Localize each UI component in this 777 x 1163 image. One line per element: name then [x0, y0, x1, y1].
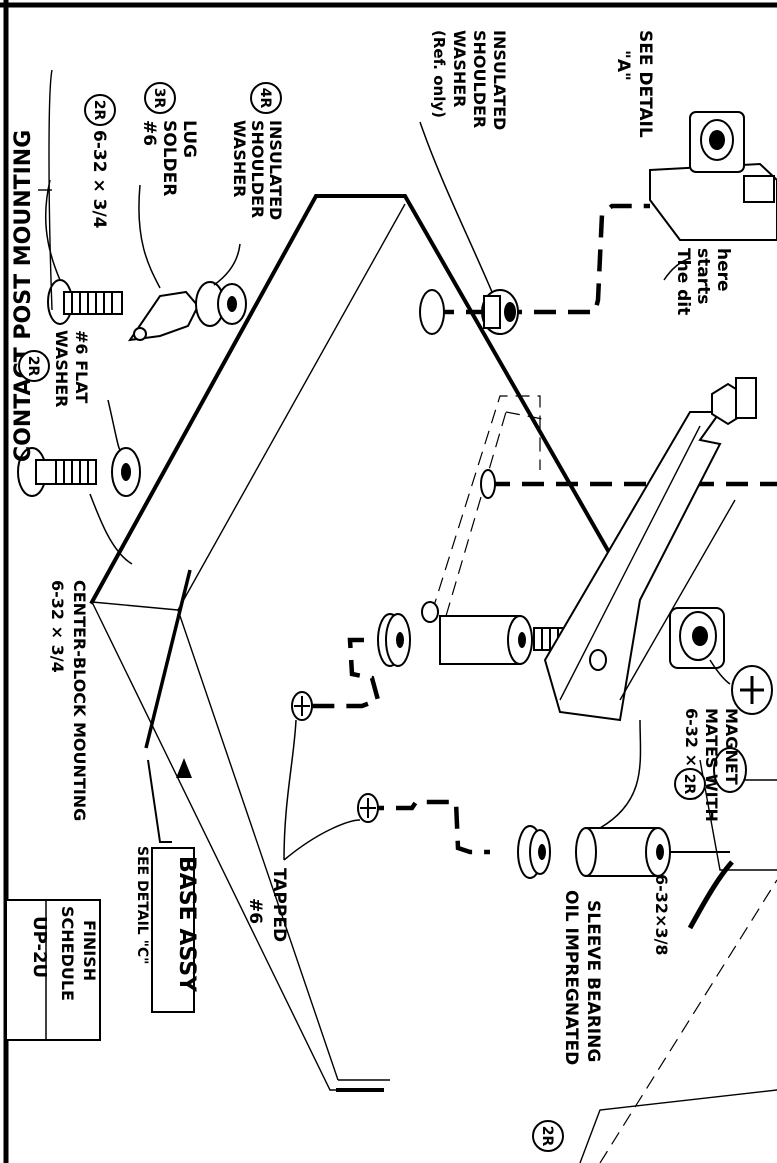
svg-text:OIL IMPREGNATED: OIL IMPREGNATED [561, 890, 581, 1065]
svg-text:CONTACT POST MOUNTING: CONTACT POST MOUNTING [11, 130, 36, 462]
center-stack-washer [377, 613, 411, 667]
knurled-knob [669, 607, 725, 669]
svg-text:(Ref. only): (Ref. only) [430, 30, 448, 118]
mounting-hole [480, 469, 496, 499]
svg-text:6-32×3/8: 6-32×3/8 [652, 874, 671, 956]
lever-arm [543, 411, 736, 722]
label-insulated-ref-only: INSULATED SHOULDER WASHER (Ref. only) [430, 30, 509, 130]
svg-text:BASE ASSY: BASE ASSY [174, 856, 199, 993]
insulated-shoulder-washer [195, 281, 247, 327]
assembly-paths [296, 203, 777, 855]
svg-text:6-32 × 3/4: 6-32 × 3/4 [48, 580, 67, 673]
label-solder-lug: #6 SOLDER LUG [139, 120, 199, 196]
adjust-nut [711, 377, 757, 426]
svg-text:starts: starts [693, 248, 713, 304]
svg-text:SOLDER: SOLDER [159, 120, 179, 196]
svg-text:#6: #6 [139, 120, 159, 146]
contact-post-screw [47, 279, 123, 325]
label-insulated-shoulder-washer: INSULATED SHOULDER WASHER [230, 120, 285, 220]
base-assy-arrowhead [176, 758, 192, 778]
svg-text:MAGNET: MAGNET [722, 708, 741, 785]
lower-stack-washer [517, 825, 551, 879]
label-screw-6-32-3-4-top: 6-32 × 3/4 [89, 130, 109, 229]
part-number-4r: 4R [250, 82, 282, 114]
center-stack-sleeve [421, 601, 533, 665]
svg-text:2R: 2R [539, 1126, 555, 1147]
bracket-contact-post [38, 69, 53, 311]
label-see-detail-c: SEE DETAIL "C" [134, 846, 150, 964]
svg-text:2R: 2R [681, 774, 697, 795]
svg-text:#6: #6 [245, 898, 265, 924]
part-number-3r: 3R [144, 82, 176, 114]
svg-text:SEE DETAIL: SEE DETAIL [635, 30, 655, 138]
svg-text:WASHER: WASHER [52, 330, 71, 407]
tapped-hole-1 [291, 691, 313, 721]
oil-impregnated-sleeve-bearing [575, 827, 671, 877]
svg-text:#6 FLAT: #6 FLAT [72, 330, 91, 403]
insulated-shoulder-washer-ref [419, 289, 519, 335]
svg-text:2R: 2R [25, 356, 41, 377]
svg-text:INSULATED: INSULATED [490, 30, 509, 130]
svg-text:TAPPED: TAPPED [269, 868, 289, 942]
svg-text:here: here [713, 248, 733, 292]
svg-text:"A": "A" [613, 50, 633, 81]
leader-lines [44, 121, 734, 930]
svg-text:WASHER: WASHER [450, 30, 469, 107]
finish-schedule-box: FINISH SCHEDULE UP-2U [5, 899, 101, 1041]
svg-text:3R: 3R [151, 88, 167, 109]
solder-lug [127, 290, 200, 342]
svg-text:UP-2U: UP-2U [29, 916, 50, 978]
label-contact-post-mounting: CONTACT POST MOUNTING [11, 130, 36, 462]
label-oil-sleeve-bearing: OIL IMPREGNATED SLEEVE BEARING [561, 890, 603, 1065]
part-number-2r-bearing: 2R [532, 1120, 564, 1152]
magnet-screw [731, 665, 773, 715]
label-mates-with-magnet: 6-32 × 3/8 MATES WITH MAGNET [682, 708, 741, 822]
hidden-block-outline [431, 395, 549, 617]
center-block-screw [17, 447, 97, 497]
upper-block-detail-a [649, 111, 777, 241]
svg-text:WASHER: WASHER [230, 120, 249, 197]
svg-text:SEE DETAIL "C": SEE DETAIL "C" [134, 846, 150, 964]
label-tapped-6: TAPPED #6 [245, 868, 289, 942]
svg-text:2R: 2R [91, 100, 107, 121]
label-see-detail-a: SEE DETAIL "A" [613, 30, 655, 138]
label-center-block-mounting: 6-32 × 3/4 CENTER-BLOCK MOUNTING [48, 580, 89, 821]
svg-text:The dit: The dit [673, 248, 693, 315]
label-dit-starts-here: The dit starts here [673, 248, 733, 315]
label-base-assy: BASE ASSY [151, 847, 199, 1013]
svg-text:FINISH: FINISH [80, 920, 99, 981]
svg-text:INSULATED: INSULATED [266, 120, 285, 220]
part-number-2r-flat: 2R [18, 350, 50, 382]
part-number-2r-top: 2R [84, 94, 116, 126]
svg-text:SCHEDULE: SCHEDULE [58, 906, 77, 1001]
svg-text:LUG: LUG [179, 120, 199, 158]
svg-text:SLEEVE BEARING: SLEEVE BEARING [583, 900, 603, 1062]
svg-text:MATES WITH: MATES WITH [702, 708, 721, 822]
svg-text:4R: 4R [257, 88, 273, 109]
svg-text:SHOULDER: SHOULDER [248, 120, 267, 218]
tapped-hole-2 [357, 793, 379, 823]
part-number-2r-magnet: 2R [674, 768, 706, 800]
svg-text:SHOULDER: SHOULDER [470, 30, 489, 128]
svg-text:6-32 × 3/4: 6-32 × 3/4 [89, 130, 109, 229]
label-screw-6-32-3-8: 6-32×3/8 [652, 874, 671, 956]
lower-right-frame [579, 747, 777, 1163]
svg-text:CENTER-BLOCK MOUNTING: CENTER-BLOCK MOUNTING [70, 580, 89, 821]
flat-washer [111, 447, 141, 497]
label-flat-washer: #6 FLAT WASHER [52, 330, 91, 407]
